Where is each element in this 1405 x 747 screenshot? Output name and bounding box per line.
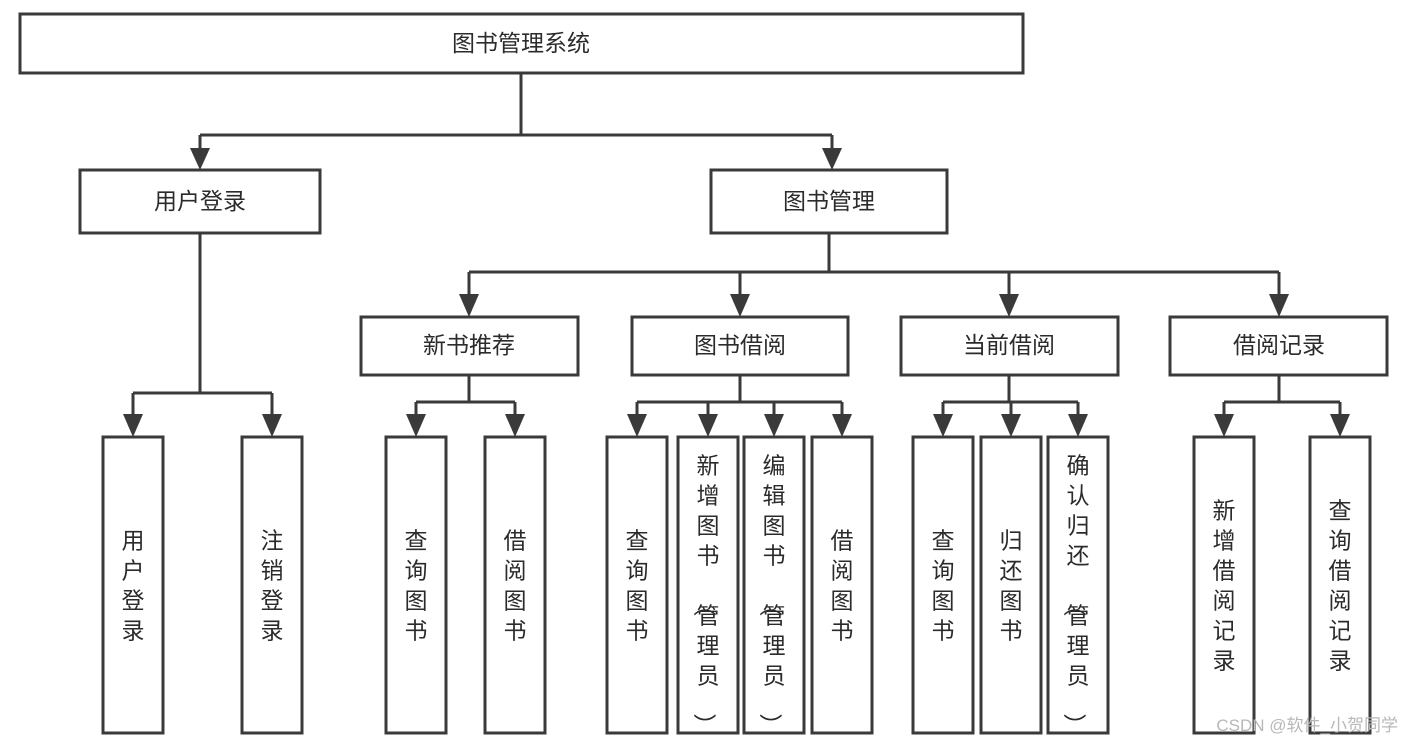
arrow-head-icon bbox=[1330, 414, 1350, 437]
edge-bookborrow-to-leaves bbox=[627, 375, 852, 437]
connectors-layer bbox=[123, 73, 1350, 437]
node-leaf-query-book-1-label: 查询图书 bbox=[405, 527, 428, 643]
node-new-book-recommend-label: 新书推荐 bbox=[423, 332, 515, 358]
node-book-borrow-box[interactable] bbox=[630, 315, 850, 377]
node-leaf-borrow-book-2-label: 借阅图书 bbox=[831, 527, 854, 643]
edge-bookmanage-to-level3 bbox=[459, 233, 1289, 317]
node-user-login-box[interactable] bbox=[78, 168, 322, 235]
arrow-head-icon bbox=[1269, 294, 1289, 317]
edge-currentborrow-to-leaves bbox=[933, 375, 1088, 437]
node-leaf-query-record-box[interactable] bbox=[1308, 435, 1372, 735]
node-leaf-confirm-return-label: 确认归还（管理员） bbox=[1062, 452, 1090, 736]
node-leaf-query-book-3[interactable]: 查询图书 bbox=[911, 435, 975, 735]
arrow-head-icon bbox=[406, 414, 426, 437]
node-leaf-user-login-label: 用户登录 bbox=[122, 527, 145, 643]
node-leaf-edit-book-box[interactable] bbox=[742, 435, 806, 735]
node-leaf-add-book-box[interactable] bbox=[676, 435, 740, 735]
node-book-borrow[interactable]: 图书借阅 bbox=[630, 315, 850, 377]
arrow-head-icon bbox=[730, 294, 750, 317]
node-leaf-user-login[interactable]: 用户登录 bbox=[101, 435, 165, 735]
node-user-login-label: 用户登录 bbox=[154, 188, 246, 214]
node-book-manage-label: 图书管理 bbox=[783, 188, 875, 214]
arrow-head-icon bbox=[933, 414, 953, 437]
node-current-borrow-box[interactable] bbox=[899, 315, 1120, 377]
node-leaf-query-book-1-box[interactable] bbox=[384, 435, 448, 735]
node-leaf-add-book[interactable]: 新增图书（管理员） bbox=[676, 435, 740, 736]
node-root-label: 图书管理系统 bbox=[452, 30, 590, 56]
node-leaf-return-book-box[interactable] bbox=[979, 435, 1043, 735]
arrow-head-icon bbox=[505, 414, 525, 437]
arrow-head-icon bbox=[123, 414, 143, 437]
node-leaf-return-book[interactable]: 归还图书 bbox=[979, 435, 1043, 735]
edge-userlogin-to-leaves bbox=[123, 233, 282, 437]
node-book-manage[interactable]: 图书管理 bbox=[709, 168, 949, 235]
edge-newbook-to-leaves bbox=[406, 375, 525, 437]
arrow-head-icon bbox=[459, 294, 479, 317]
node-leaf-add-record[interactable]: 新增借阅记录 bbox=[1192, 435, 1256, 735]
node-leaf-add-book-label: 新增图书（管理员） bbox=[692, 452, 720, 736]
node-book-manage-box[interactable] bbox=[709, 168, 949, 235]
node-leaf-logout[interactable]: 注销登录 bbox=[240, 435, 304, 735]
node-book-borrow-label: 图书借阅 bbox=[694, 332, 786, 358]
arrow-head-icon bbox=[1068, 414, 1088, 437]
node-leaf-add-record-box[interactable] bbox=[1192, 435, 1256, 735]
arrow-head-icon bbox=[190, 148, 210, 170]
arrow-head-icon bbox=[822, 148, 842, 170]
node-leaf-add-record-label: 新增借阅记录 bbox=[1213, 497, 1236, 673]
arrow-head-icon bbox=[764, 414, 784, 437]
node-root[interactable]: 图书管理系统 bbox=[18, 12, 1025, 75]
node-leaf-borrow-book-2-box[interactable] bbox=[810, 435, 874, 735]
leaves-layer: 用户登录 注销登录 查询图书 借阅图书 查询图书 新增图书（管理员） 编辑图书（管理员） 借阅… bbox=[101, 435, 1372, 736]
node-leaf-return-book-label: 归还图书 bbox=[1000, 527, 1023, 643]
node-leaf-query-record[interactable]: 查询借阅记录 bbox=[1308, 435, 1372, 735]
node-leaf-query-record-label: 查询借阅记录 bbox=[1329, 497, 1352, 673]
arrow-head-icon bbox=[627, 414, 647, 437]
node-root-box[interactable] bbox=[18, 12, 1025, 75]
node-leaf-edit-book-label: 编辑图书（管理员） bbox=[758, 452, 786, 736]
node-borrow-record[interactable]: 借阅记录 bbox=[1168, 315, 1389, 377]
node-leaf-confirm-return-box[interactable] bbox=[1046, 435, 1110, 735]
node-leaf-query-book-2[interactable]: 查询图书 bbox=[605, 435, 669, 735]
node-leaf-logout-box[interactable] bbox=[240, 435, 304, 735]
arrow-head-icon bbox=[698, 414, 718, 437]
node-new-book-recommend-box[interactable] bbox=[359, 315, 580, 377]
edge-root-to-level2 bbox=[190, 73, 842, 170]
node-borrow-record-box[interactable] bbox=[1168, 315, 1389, 377]
node-new-book-recommend[interactable]: 新书推荐 bbox=[359, 315, 580, 377]
node-leaf-query-book-2-label: 查询图书 bbox=[626, 527, 649, 643]
node-leaf-user-login-box[interactable] bbox=[101, 435, 165, 735]
arrow-head-icon bbox=[1214, 414, 1234, 437]
node-leaf-query-book-2-box[interactable] bbox=[605, 435, 669, 735]
edge-borrowrecord-to-leaves bbox=[1214, 375, 1350, 437]
csdn-watermark: CSDN @软件_小贺同学 bbox=[1216, 716, 1398, 735]
node-leaf-borrow-book-1-box[interactable] bbox=[483, 435, 547, 735]
node-leaf-edit-book[interactable]: 编辑图书（管理员） bbox=[742, 435, 806, 736]
node-current-borrow-label: 当前借阅 bbox=[963, 332, 1055, 358]
arrow-head-icon bbox=[1001, 414, 1021, 437]
arrow-head-icon bbox=[262, 414, 282, 437]
arrow-head-icon bbox=[999, 294, 1019, 317]
node-borrow-record-label: 借阅记录 bbox=[1233, 332, 1325, 358]
node-leaf-query-book-3-label: 查询图书 bbox=[932, 527, 955, 643]
arrow-head-icon bbox=[832, 414, 852, 437]
node-current-borrow[interactable]: 当前借阅 bbox=[899, 315, 1120, 377]
node-leaf-confirm-return[interactable]: 确认归还（管理员） bbox=[1046, 435, 1110, 736]
node-leaf-borrow-book-1-label: 借阅图书 bbox=[504, 527, 527, 643]
node-leaf-query-book-3-box[interactable] bbox=[911, 435, 975, 735]
node-leaf-borrow-book-1[interactable]: 借阅图书 bbox=[483, 435, 547, 735]
node-leaf-query-book-1[interactable]: 查询图书 bbox=[384, 435, 448, 735]
node-leaf-borrow-book-2[interactable]: 借阅图书 bbox=[810, 435, 874, 735]
node-leaf-logout-label: 注销登录 bbox=[261, 527, 284, 643]
node-user-login[interactable]: 用户登录 bbox=[78, 168, 322, 235]
